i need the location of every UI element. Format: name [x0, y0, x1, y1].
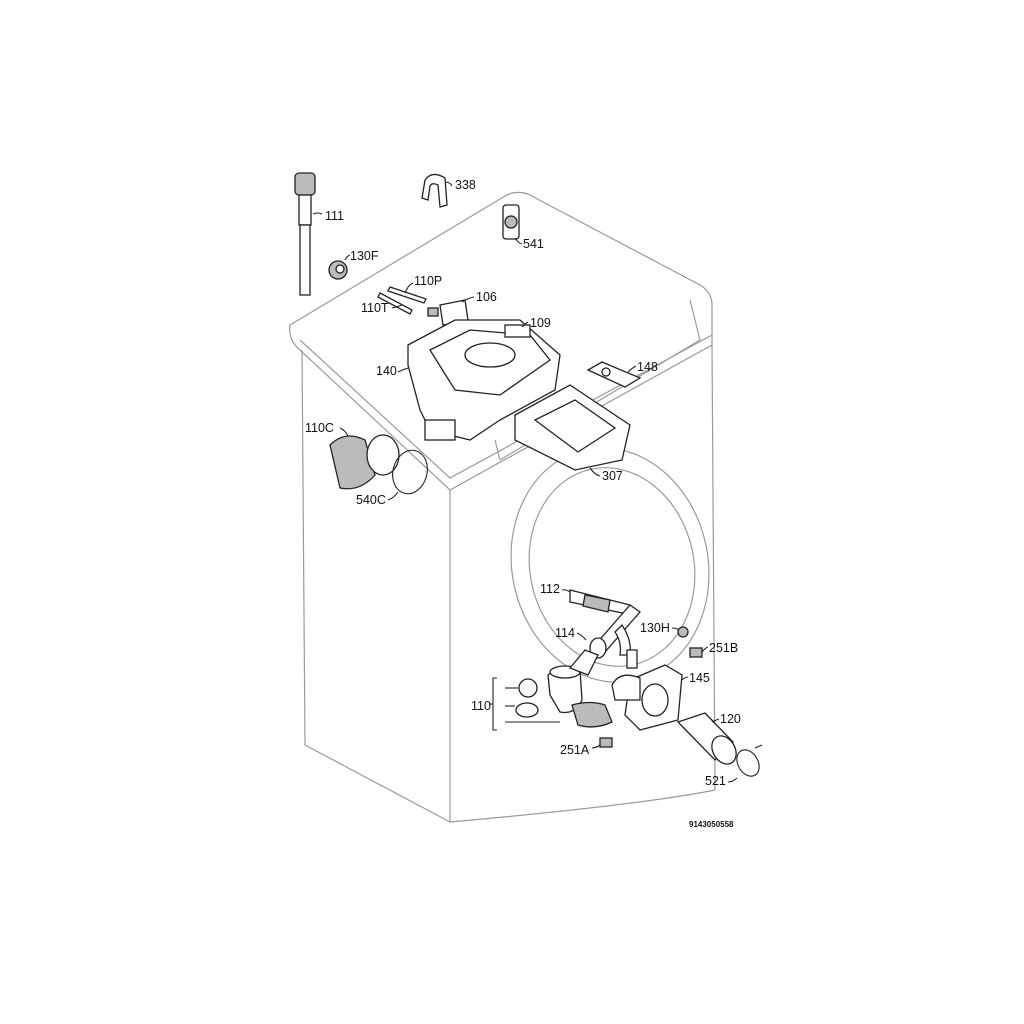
part-110C-hose[interactable]: 110C: [305, 421, 400, 490]
label-112: 112: [540, 582, 560, 596]
part-106-valve[interactable]: 106: [427, 290, 497, 326]
label-140: 140: [376, 364, 397, 378]
label-251B: 251B: [709, 641, 738, 655]
label-540C: 540C: [356, 493, 386, 507]
part-307-detergent-drawer[interactable]: 307: [514, 384, 631, 483]
label-110: 110: [471, 699, 491, 713]
part-110-sump-assembly[interactable]: 110: [471, 649, 613, 731]
label-114: 114: [555, 626, 575, 640]
label-110T: 110T: [361, 301, 389, 315]
label-120: 120: [720, 712, 741, 726]
part-338-hose-bracket[interactable]: 338: [421, 173, 476, 208]
part-120-pump-filter[interactable]: 120: [676, 712, 741, 768]
part-112-114-hose[interactable]: 112 114: [540, 582, 641, 659]
label-148: 148: [637, 360, 658, 374]
part-251B-clip[interactable]: 251B: [689, 641, 738, 658]
label-110C: 110C: [305, 421, 334, 435]
label-106: 106: [476, 290, 497, 304]
washing-machine-cabinet: [289, 191, 716, 823]
label-251A: 251A: [560, 743, 590, 757]
part-540C-clamp[interactable]: 540C: [356, 446, 432, 507]
label-109: 109: [530, 316, 551, 330]
part-541-seal[interactable]: 541: [502, 204, 544, 251]
part-521-clamp[interactable]: 521: [705, 744, 764, 788]
label-145: 145: [689, 671, 710, 685]
label-130H: 130H: [640, 621, 670, 635]
label-110P: 110P: [414, 274, 442, 288]
part-130H-filter[interactable]: 130H: [640, 621, 689, 638]
label-541: 541: [523, 237, 544, 251]
part-111-inlet-hose[interactable]: 111: [294, 172, 344, 296]
label-111: 111: [325, 209, 344, 223]
drawing-code: 9143050558: [689, 820, 734, 829]
part-110P-110T-pipes[interactable]: 110P 110T: [361, 274, 442, 315]
part-140-dispenser-housing[interactable]: 109 140: [376, 316, 561, 441]
part-145-pump-housing[interactable]: 145: [611, 649, 710, 731]
label-307: 307: [602, 469, 623, 483]
label-338: 338: [455, 178, 476, 192]
part-130F-filter[interactable]: 130F: [328, 249, 379, 280]
label-521: 521: [705, 774, 726, 788]
label-130F: 130F: [350, 249, 379, 263]
part-148-cover[interactable]: 148: [586, 360, 658, 388]
part-251A-clip[interactable]: 251A: [560, 737, 613, 757]
